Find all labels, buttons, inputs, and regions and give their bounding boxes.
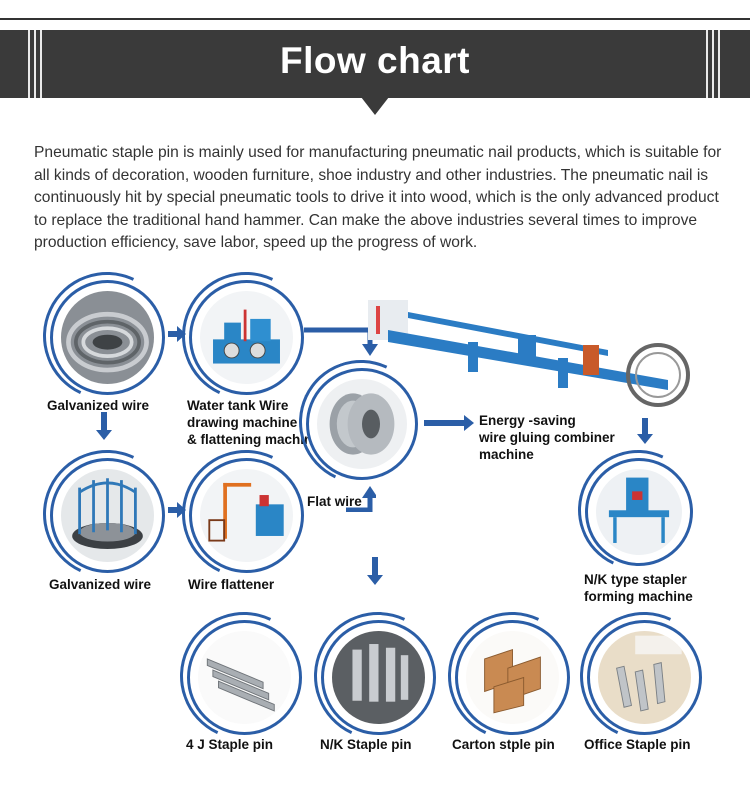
product-nk-staple-image [321,620,436,735]
label-product-carton: Carton stple pin [452,737,555,752]
wire-flattener-image [189,458,304,573]
galvanized-wire-coil-image [50,280,165,395]
arrow-down-icon [96,412,112,440]
elbow-arrow-up-icon [346,486,376,512]
galvanized-wire-reel-image [50,458,165,573]
product-office-staple-image [587,620,702,735]
label-product-4j: 4 J Staple pin [186,737,274,752]
label-water-tank-line-1: Water tank Wire [187,398,289,413]
top-rule [0,18,750,20]
arrow-right-icon [168,326,186,342]
label-wire-flattener: Wire flattener [188,577,275,592]
arrow-right-icon [168,502,186,518]
label-energy-line-1: Energy -saving [479,413,576,428]
label-nk-machine-line-2: forming machine [584,589,693,604]
label-water-tank-line-3: & flattening machine [187,432,320,447]
label-product-office: Office Staple pin [584,737,691,752]
label-water-tank-line-2: drawing machine [187,415,298,430]
banner-stripe [706,30,708,98]
label-nk-machine-line-1: N/K type stapler [584,572,687,587]
product-4j-staple-image [187,620,302,735]
arrow-right-icon [424,415,474,431]
banner-stripe [34,30,36,98]
banner-notch [361,97,389,115]
banner-stripe [718,30,720,98]
header-banner: Flow chart [0,30,750,98]
label-flat-wire: Flat wire [307,494,362,509]
banner-stripe [712,30,714,98]
product-carton-staple-image [455,620,570,735]
production-line-image [368,290,693,415]
arrow-down-icon [367,557,383,585]
label-galvanized-wire-2: Galvanized wire [49,577,152,592]
label-energy-line-2: wire gluing combiner [479,430,615,445]
page-title: Flow chart [279,40,471,81]
arrow-down-icon [637,418,653,444]
water-tank-machine-image [189,280,304,395]
intro-paragraph: Pneumatic staple pin is mainly used for … [34,144,722,251]
label-product-nk: N/K Staple pin [320,737,412,752]
nk-forming-machine-image [585,458,693,566]
banner-stripe [28,30,30,98]
flat-wire-spool-image [306,368,418,480]
banner-stripe [40,30,42,98]
label-galvanized-wire-1: Galvanized wire [47,398,150,413]
label-energy-line-3: machine [479,447,534,462]
